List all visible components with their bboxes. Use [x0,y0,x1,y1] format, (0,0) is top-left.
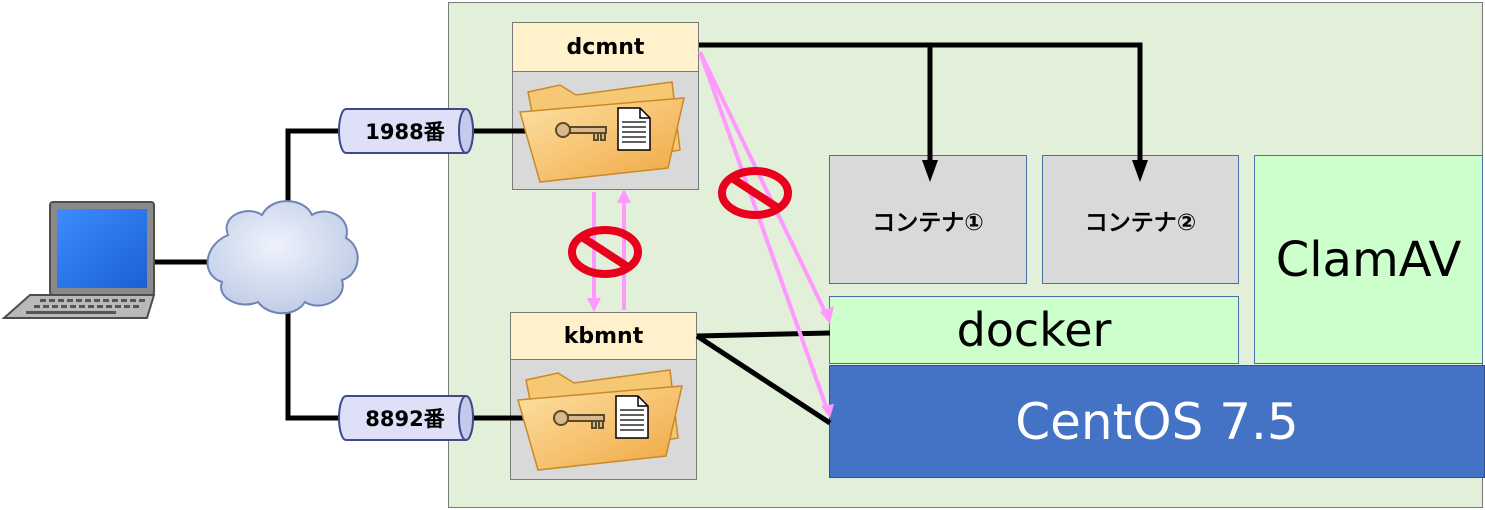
kbmnt-os-links [695,330,832,426]
clamav-box: ClamAV [1254,155,1483,364]
key-icon [553,410,605,429]
access-arrows [592,51,830,413]
pink-arrow-head-docker [820,306,834,324]
port-cylinder-1988 [338,108,474,154]
network-lines [153,128,560,421]
centos-label: CentOS 7.5 [1015,392,1299,451]
docker-box: docker [829,296,1239,364]
cloud-icon [206,200,359,315]
dcmnt-container-links [699,42,1143,168]
keyboard-keys [26,299,145,314]
port-label-1988: 1988番 [365,120,445,144]
user-name-dcmnt: dcmnt [566,34,645,60]
port-cylinder-8892 [338,395,474,441]
prohibited-icon [568,226,642,278]
container-1-label: コンテナ① [872,209,984,236]
pink-arrow-head-centos [821,404,834,418]
port-label-8892: 8892番 [365,407,445,431]
clamav-label: ClamAV [1275,231,1462,288]
prohibited-icon [718,167,792,219]
arrow-head-container-1 [922,160,938,182]
document-icon [617,107,651,151]
user-header-dcmnt: dcmnt [512,22,699,72]
pink-arrow-head-down [587,298,601,312]
centos-box: CentOS 7.5 [829,365,1485,478]
container-2-label: コンテナ② [1084,209,1197,236]
arrow-head-container-2 [1132,160,1148,182]
key-icon [555,122,607,141]
pink-arrow-head-up [617,189,631,203]
user-name-kbmnt: kbmnt [563,323,644,349]
docker-label: docker [956,303,1112,357]
user-header-kbmnt: kbmnt [510,312,697,360]
document-icon [615,395,649,439]
laptop-icon [1,201,156,319]
